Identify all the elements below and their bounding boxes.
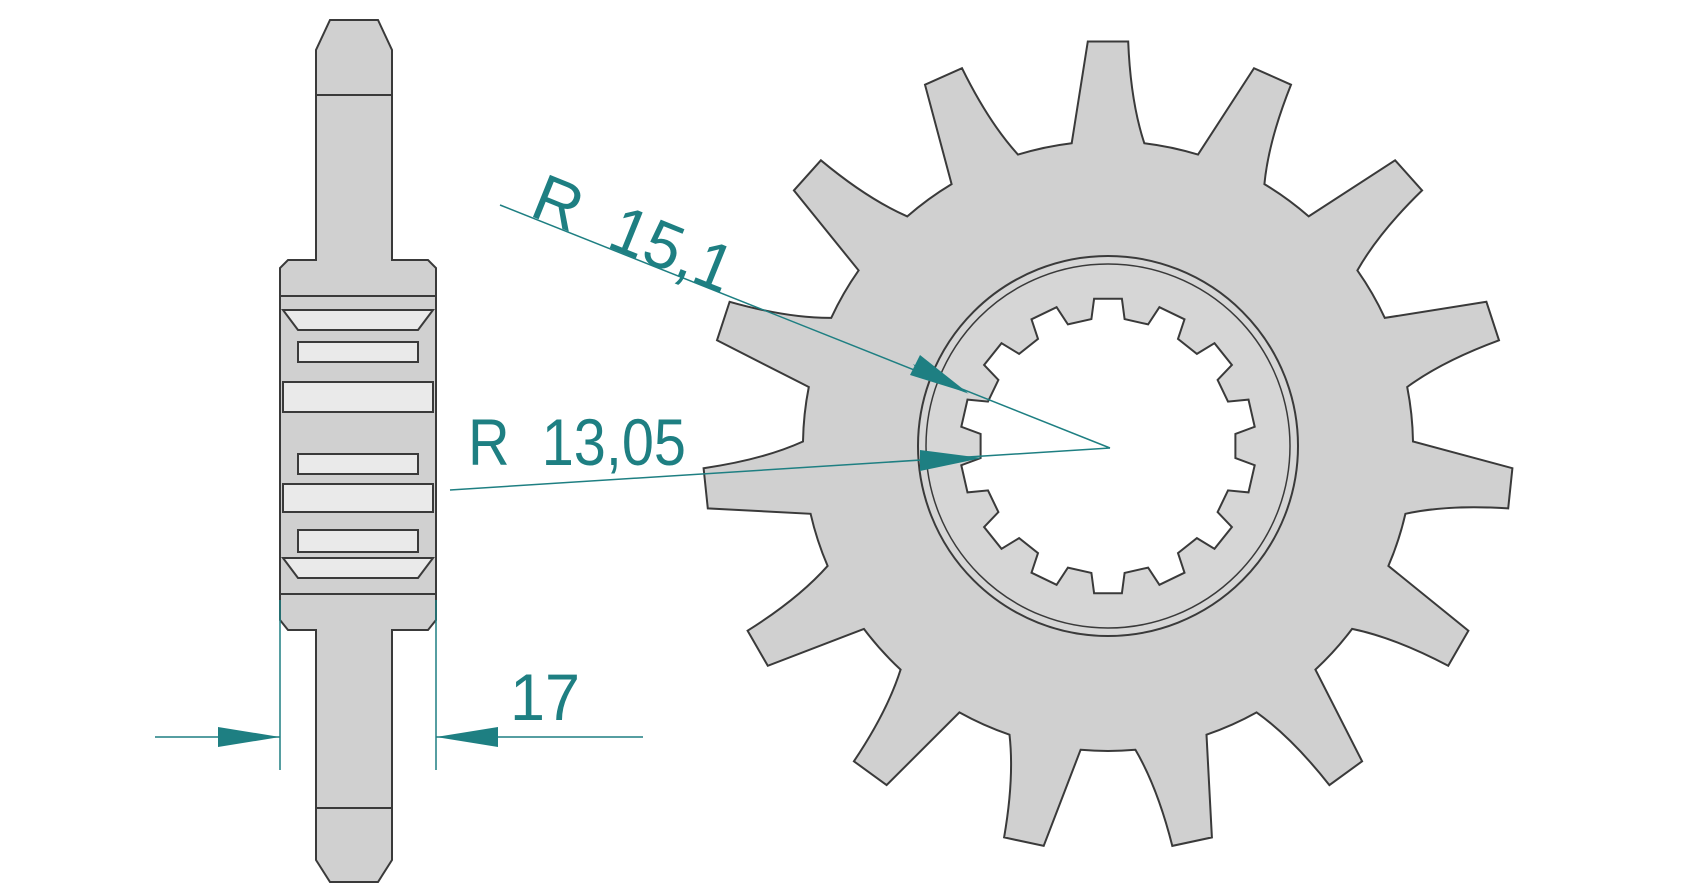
spline-groove: [282, 483, 434, 513]
spline-groove: [281, 309, 435, 331]
spline-groove: [297, 341, 419, 363]
spline-groove: [297, 453, 419, 475]
width-label: 17: [510, 660, 580, 734]
hub-boss-inner: [925, 263, 1291, 629]
radius-dimensions: [449, 204, 1111, 491]
front-view: [702, 40, 1514, 848]
spline-groove: [281, 557, 435, 579]
side-view: 17: [155, 19, 643, 883]
arrowhead-left: [218, 727, 280, 747]
spline-bore: [960, 297, 1256, 595]
inner-radius-leader: [449, 447, 1111, 491]
spline-groove: [297, 529, 419, 553]
width-dimension: [155, 600, 643, 770]
spline-grooves: [281, 309, 435, 579]
arrowhead-right: [436, 727, 498, 747]
outer-radius-label: R 15,1: [523, 159, 745, 306]
inner-radius-label: R 13,05: [468, 405, 686, 479]
spline-groove: [282, 381, 434, 413]
outer-radius-arrowhead-fill: [910, 355, 968, 393]
outer-radius-leader: [499, 204, 1111, 449]
side-view-body: [279, 19, 437, 883]
inner-radius-arrowhead: [920, 450, 982, 471]
